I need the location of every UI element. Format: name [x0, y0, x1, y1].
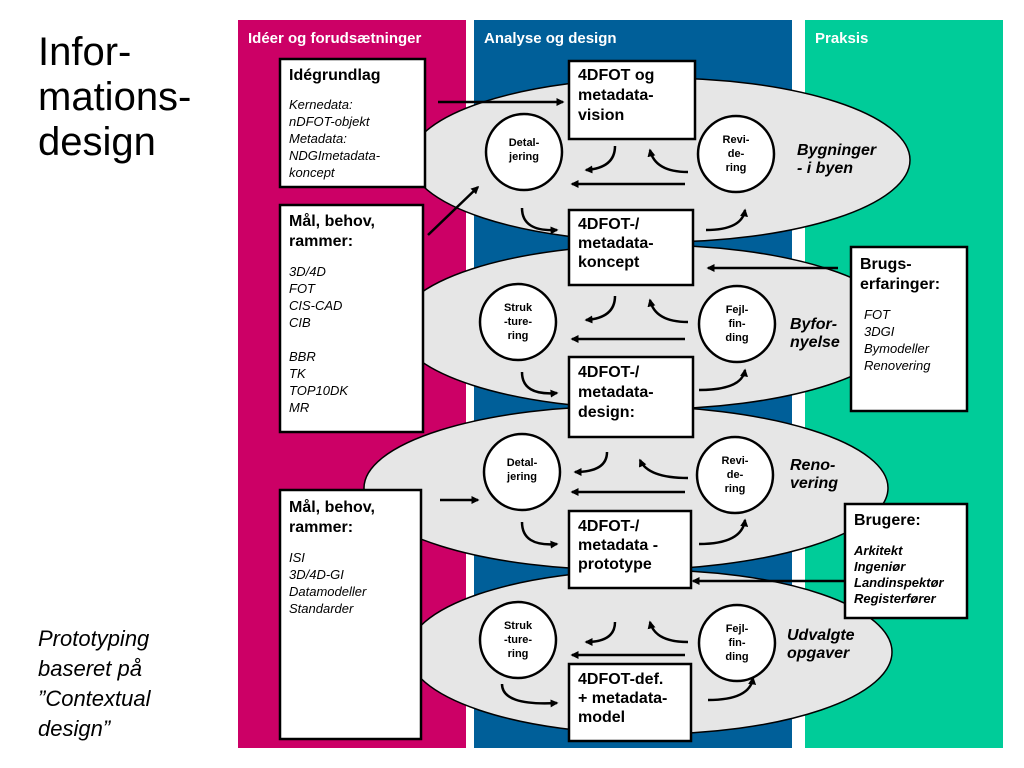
box-label: 4DFOT-/metadata-design: [578, 364, 654, 421]
subtitle-line: ”Contextual [38, 686, 151, 711]
arrow [427, 185, 480, 236]
arrow [647, 148, 689, 174]
circle-label: Detal-jering [506, 457, 538, 483]
circle-node: Revi-de-ring [696, 114, 776, 194]
circle-node: Struk-ture-ring [478, 282, 558, 362]
subtitle: Prototyping baseret på ”Contextual desig… [38, 624, 228, 744]
arrow [500, 683, 559, 708]
circle-node: Detal-jering [484, 112, 564, 192]
box-label: 4DFOT-/metadata-koncept [578, 216, 654, 271]
subtitle-line: baseret på [38, 656, 142, 681]
page-title-line: mations- [38, 75, 192, 119]
page-title-line: design [38, 120, 156, 164]
arrow [698, 518, 749, 546]
center-box-design: 4DFOT-/metadata-design: [567, 355, 695, 439]
circle-label: Struk-ture-ring [504, 302, 533, 342]
right-box-brugere: Brugere: Arkitekt Ingeniør Landinspektør… [843, 502, 969, 620]
box-label: 4DFOT-def.+ metadata-model [578, 671, 667, 726]
box-title: Mål, behov, rammer: [289, 212, 379, 250]
circle-node: Fejl-fin-ding [697, 284, 777, 364]
arrow [698, 368, 748, 392]
circle-label: Revi-de-ring [723, 134, 750, 174]
box-items: Kernedata: nDFOT-objekt Metadata: NDGIme… [289, 97, 384, 180]
circle-node: Fejl-fin-ding [697, 603, 777, 683]
left-box-maal-behov-1: Mål, behov, rammer: 3D/4D FOT CIS-CAD CI… [278, 203, 425, 434]
arrow [573, 451, 609, 476]
box-items: 3D/4D FOT CIS-CAD CIB BBR TK TOP10DK MR [289, 264, 352, 415]
arrow [520, 521, 559, 549]
right-box-brugserfaringer: Brugs- erfaringer: FOT 3DGI Bymodeller R… [849, 245, 969, 413]
ellipse-label-bygninger: Bygninger - i byen [797, 142, 881, 177]
box-title: Brugs- erfaringer: [860, 256, 940, 293]
circle-label: Struk-ture-ring [504, 620, 533, 660]
center-box-model: 4DFOT-def.+ metadata-model [567, 662, 693, 743]
circle-node: Struk-ture-ring [478, 600, 558, 680]
box-items: FOT 3DGI Bymodeller Renovering [864, 307, 933, 373]
arrow [584, 145, 617, 174]
circle-node: Revi-de-ring [695, 435, 775, 515]
circle-label: Fejl-fin-ding [725, 623, 748, 663]
ellipse-label-byfornyelse: Byfor- nyelse [790, 316, 842, 351]
circle-label: Revi-de-ring [722, 455, 749, 495]
subtitle-line: Prototyping [38, 626, 150, 651]
page-title: Infor- mations- design [38, 30, 218, 165]
box-items: Arkitekt Ingeniør Landinspektør Register… [853, 543, 947, 606]
circle-node: Detal-jering [482, 432, 562, 512]
subtitle-line: design” [38, 716, 111, 741]
box-title: Brugere: [854, 512, 921, 529]
arrow [520, 207, 559, 235]
center-box-prototype: 4DFOT-/metadata -prototype [567, 509, 693, 590]
circle-label: Fejl-fin-ding [725, 304, 748, 344]
box-items: ISI 3D/4D-GI Datamodeller Standarder [289, 550, 370, 616]
circle-label: Detal-jering [508, 137, 540, 163]
box-title: Idégrundlag [289, 67, 381, 84]
left-box-idegrundlag: Idégrundlag Kernedata: nDFOT-objekt Meta… [278, 57, 427, 189]
center-box-koncept: 4DFOT-/metadata-koncept [567, 208, 695, 287]
arrow [707, 676, 757, 702]
arrow [647, 298, 689, 324]
box-title: Mål, behov, rammer: [289, 498, 379, 536]
left-box-maal-behov-2: Mål, behov, rammer: ISI 3D/4D-GI Datamod… [278, 488, 423, 741]
arrow [705, 208, 748, 232]
page-title-line: Infor- [38, 30, 132, 74]
arrow [584, 295, 617, 324]
ellipse-label-renovering: Reno- vering [790, 457, 840, 492]
arrow [647, 620, 689, 644]
column-label-ideas: Idéer og forudsætninger [248, 30, 422, 47]
column-label-practice: Praksis [815, 30, 868, 47]
ellipse-label-udvalgte-opgaver: Udvalgte opgaver [787, 627, 859, 662]
arrow [638, 458, 689, 480]
arrow [520, 371, 559, 398]
arrow [584, 621, 617, 646]
box-label: 4DFOT-/metadata -prototype [578, 518, 658, 573]
column-label-analysis-design: Analyse og design [484, 30, 617, 47]
arrows [427, 98, 845, 708]
